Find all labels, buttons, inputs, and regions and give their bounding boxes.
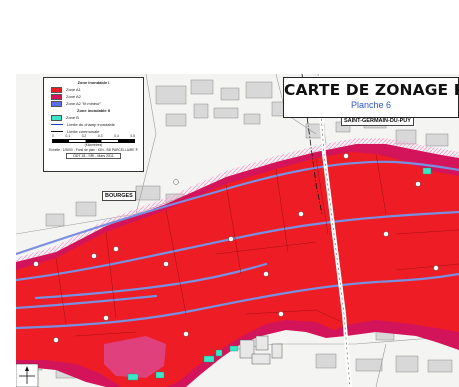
map-subtitle: Planche 6 bbox=[350, 100, 392, 110]
legend-label-commune-limit: Limite communale bbox=[67, 129, 100, 134]
legend-label-flood-limit: Limite du champ inondable bbox=[67, 122, 115, 127]
legend-row-b: Zone B bbox=[51, 114, 143, 121]
legend-row-a1: Zone A1 bbox=[51, 86, 143, 93]
legend-credit: DDT 18 - SRI - Mars 2011 bbox=[66, 153, 121, 159]
scale-tick: 0.5 bbox=[130, 134, 135, 138]
flood-fringe-hatch bbox=[16, 138, 459, 262]
scale-tick: 0.3 bbox=[97, 134, 103, 138]
swatch-zone-a2 bbox=[51, 93, 62, 100]
scale-unit: (Kilomètres) bbox=[84, 143, 103, 147]
legend-row-a2-lit-mineur: Zone A2 "lit mineur" bbox=[51, 100, 143, 107]
zone-a2-pocket bbox=[104, 336, 166, 378]
legend-label-a1: Zone A1 bbox=[66, 87, 81, 92]
zoning-map[interactable]: Zone inondable I Zone A1 Zone A2 Zone A2… bbox=[16, 74, 459, 387]
scale-ticks: 0 0.1 0.2 0.3 0.4 0.5 bbox=[52, 134, 135, 138]
swatch-zone-b bbox=[51, 114, 62, 121]
legend-row-flood-limit: Limite du champ inondable bbox=[51, 122, 143, 127]
railway-ties bbox=[317, 74, 351, 387]
north-arrow-icon bbox=[16, 363, 39, 387]
parcel-markers bbox=[33, 153, 439, 343]
map-title-box: CARTE DE ZONAGE PPR Planche 6 bbox=[283, 77, 459, 118]
scale-tick: 0.2 bbox=[81, 134, 87, 138]
zone-b-patches bbox=[127, 167, 432, 381]
legend-row-a2: Zone A2 bbox=[51, 93, 143, 100]
scale-tick: 0.1 bbox=[65, 134, 71, 138]
legend-zone2-title: Zone inondable II bbox=[77, 108, 110, 113]
legend-source: Echelle : 1/5000 - Fond de plan : IGN - … bbox=[49, 148, 138, 152]
scale-tick: 0.4 bbox=[114, 134, 119, 138]
town-label-bourges: BOURGES bbox=[102, 191, 136, 201]
line-commune-limit bbox=[51, 131, 63, 132]
parcel-lines bbox=[55, 153, 459, 337]
building-cluster bbox=[239, 335, 283, 365]
line-flood-limit bbox=[51, 123, 63, 126]
scale-tick: 0 bbox=[52, 134, 54, 138]
legend-label-a2: Zone A2 bbox=[66, 94, 81, 99]
zone-a1-area bbox=[16, 152, 459, 387]
river-channels bbox=[16, 160, 459, 330]
map-legend: Zone inondable I Zone A1 Zone A2 Zone A2… bbox=[43, 77, 144, 172]
map-title: CARTE DE ZONAGE PPR bbox=[284, 81, 459, 99]
legend-label-a2-lit-mineur: Zone A2 "lit mineur" bbox=[66, 101, 102, 106]
legend-zone1-title: Zone inondable I bbox=[77, 80, 110, 85]
legend-row-commune-limit: Limite communale bbox=[51, 129, 143, 134]
swatch-zone-a2-lit-mineur bbox=[51, 100, 62, 107]
scale-bar bbox=[52, 139, 135, 143]
swatch-zone-a1 bbox=[51, 86, 62, 93]
legend-label-b: Zone B bbox=[66, 115, 79, 120]
